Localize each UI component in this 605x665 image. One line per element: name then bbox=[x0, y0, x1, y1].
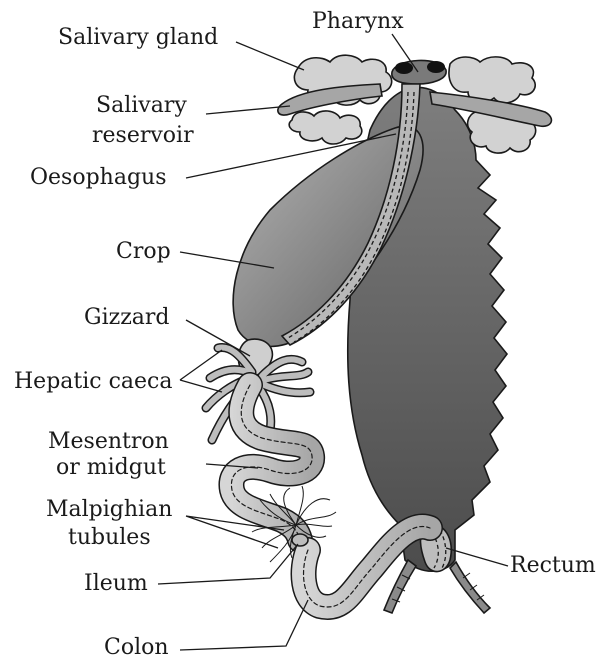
ileum-organ bbox=[292, 534, 308, 546]
label-pharynx: Pharynx bbox=[312, 9, 404, 34]
label-salivary-reservoir-1: Salivary bbox=[96, 93, 187, 118]
label-oesophagus: Oesophagus bbox=[30, 165, 167, 190]
label-mesentron-1: Mesentron bbox=[48, 429, 169, 454]
label-salivary-gland: Salivary gland bbox=[58, 25, 218, 50]
leader-salivary-gland bbox=[236, 42, 304, 70]
leader-ileum bbox=[158, 544, 298, 584]
right-cercus bbox=[450, 562, 490, 613]
label-crop: Crop bbox=[116, 239, 171, 264]
label-colon: Colon bbox=[104, 635, 169, 660]
right-eye bbox=[427, 61, 445, 73]
label-malpighian-1: Malpighian bbox=[46, 497, 172, 522]
label-malpighian-2: tubules bbox=[68, 525, 151, 550]
leader-colon bbox=[180, 600, 308, 650]
salivary-gland-left-lower bbox=[289, 111, 362, 144]
label-salivary-reservoir-2: reservoir bbox=[92, 123, 194, 148]
label-ileum: Ileum bbox=[84, 571, 148, 596]
left-eye bbox=[395, 62, 413, 74]
label-gizzard: Gizzard bbox=[84, 305, 170, 330]
label-hepatic-caeca: Hepatic caeca bbox=[14, 369, 173, 394]
label-rectum: Rectum bbox=[510, 553, 596, 578]
label-mesentron-2: or midgut bbox=[56, 455, 166, 480]
